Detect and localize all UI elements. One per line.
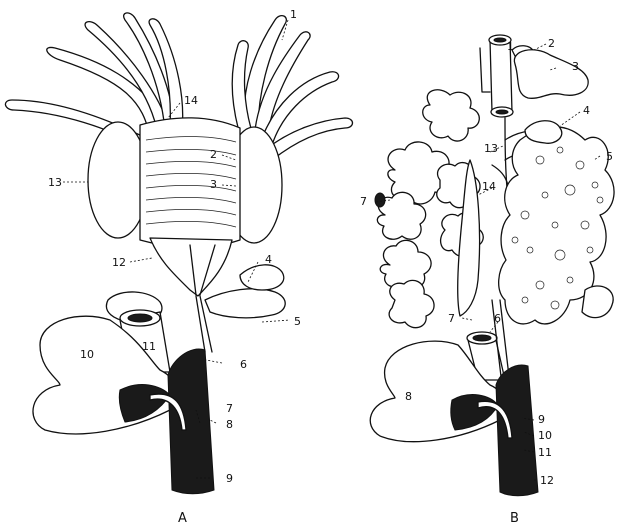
panel-a-label-2: 2 bbox=[210, 148, 217, 161]
panel-a-label-3: 3 bbox=[210, 178, 217, 191]
panel-a-label-8: 8 bbox=[226, 418, 233, 431]
panel-b-label-12: 12 bbox=[540, 474, 554, 487]
panel-a-central-band bbox=[140, 118, 240, 248]
panel-a-drawing bbox=[5, 13, 352, 494]
panel-a-label-13: 13 bbox=[48, 176, 62, 189]
panel-a-label-9: 9 bbox=[226, 472, 233, 485]
panel-b-label-3: 3 bbox=[572, 60, 579, 73]
panel-b-label-10: 10 bbox=[538, 429, 552, 442]
panel-b-label-13: 13 bbox=[484, 142, 498, 155]
panel-a-trunk bbox=[168, 349, 214, 494]
panel-b-label-7-upper: 7 bbox=[360, 195, 367, 208]
panel-b-label-11: 11 bbox=[538, 446, 552, 459]
panel-a-lower-ducts bbox=[150, 238, 232, 296]
panel-b-label-4: 4 bbox=[583, 104, 590, 117]
panel-a-label-1: 1 bbox=[290, 8, 297, 21]
panel-b-label-7-lower: 7 bbox=[448, 312, 455, 325]
panel-b-label-9: 9 bbox=[538, 413, 545, 426]
panel-a-label-10: 10 bbox=[80, 348, 94, 361]
panel-b-cloud-mass bbox=[514, 50, 588, 99]
panel-a-label-6: 6 bbox=[240, 358, 247, 371]
panel-a-label-14: 14 bbox=[184, 94, 198, 107]
panel-a-label-4: 4 bbox=[265, 253, 272, 266]
panel-b-label-5: 5 bbox=[606, 150, 613, 163]
panel-a-label-7: 7 bbox=[226, 402, 233, 415]
panel-b-caption: B bbox=[510, 511, 519, 526]
panel-b-label-14: 14 bbox=[482, 180, 496, 193]
panel-a-left-oval bbox=[88, 122, 148, 238]
panel-b-label-8: 8 bbox=[405, 390, 412, 403]
panel-a-label-11: 11 bbox=[142, 340, 156, 353]
panel-b-label-1: 1 bbox=[507, 40, 514, 53]
panel-b-label-6: 6 bbox=[494, 312, 501, 325]
panel-a-label-12: 12 bbox=[112, 256, 126, 269]
panel-b-drawing bbox=[370, 35, 614, 496]
panel-a-caption: A bbox=[178, 511, 187, 526]
panel-a-upper-pouch bbox=[240, 265, 284, 290]
panel-b-label-2: 2 bbox=[548, 37, 555, 50]
panel-a-label-5: 5 bbox=[294, 315, 301, 328]
panel-b-trunk bbox=[496, 365, 538, 496]
panel-a-side-pouch bbox=[205, 289, 285, 318]
